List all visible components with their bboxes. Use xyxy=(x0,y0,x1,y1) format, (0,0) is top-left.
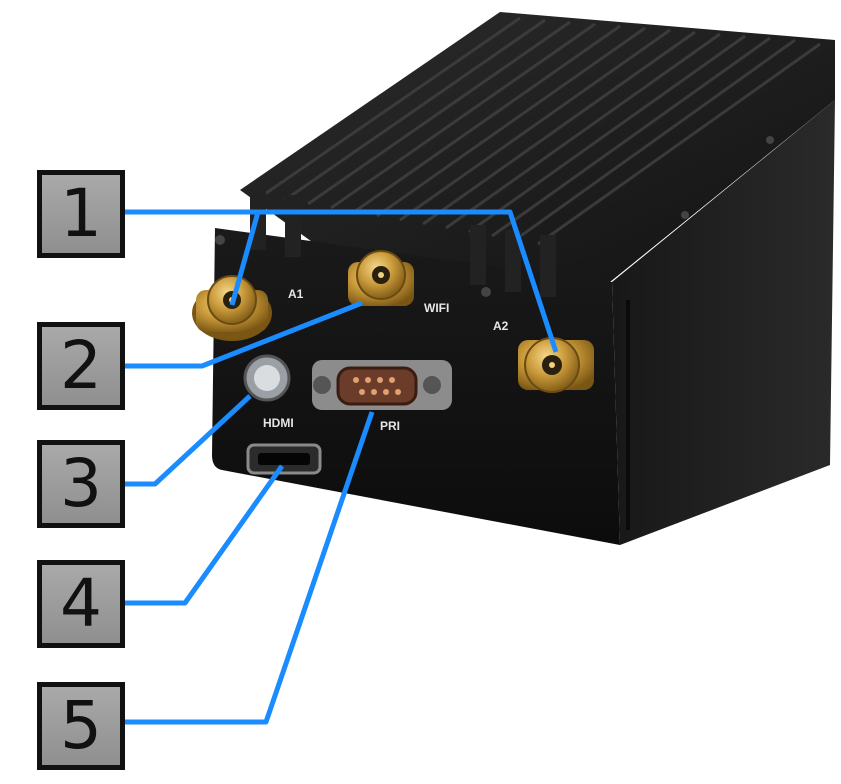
wifi-label: WIFI xyxy=(424,301,449,315)
callout-1-box: 1 xyxy=(37,170,125,258)
callout-3-number: 3 xyxy=(60,445,102,522)
callout-3-box: 3 xyxy=(37,440,125,528)
a2-label: A2 xyxy=(493,319,509,333)
callout-5-box: 5 xyxy=(37,682,125,770)
leader-line-3 xyxy=(125,394,252,487)
wifi-sma-connector xyxy=(348,250,414,306)
callout-2-box: 2 xyxy=(37,322,125,410)
a1-label: A1 xyxy=(288,287,304,301)
leader-line-1-branch xyxy=(229,211,261,306)
pri-dsub-connector xyxy=(312,360,452,410)
leader-line-5 xyxy=(125,411,375,725)
hdmi-port xyxy=(246,443,322,475)
callout-4-box: 4 xyxy=(37,560,125,648)
leader-line-1 xyxy=(125,209,559,353)
pri-label: PRI xyxy=(380,419,400,433)
callout-1-number: 1 xyxy=(60,175,102,252)
callout-4-number: 4 xyxy=(60,565,102,642)
hdmi-label: HDMI xyxy=(263,416,294,430)
leader-line-4 xyxy=(125,464,285,606)
callout-5-number: 5 xyxy=(60,687,102,764)
a1-sma-connector xyxy=(192,275,272,341)
led-indicator xyxy=(243,354,291,402)
callout-2-number: 2 xyxy=(60,327,102,404)
leader-line-2 xyxy=(125,300,363,369)
a2-sma-connector xyxy=(518,337,594,393)
